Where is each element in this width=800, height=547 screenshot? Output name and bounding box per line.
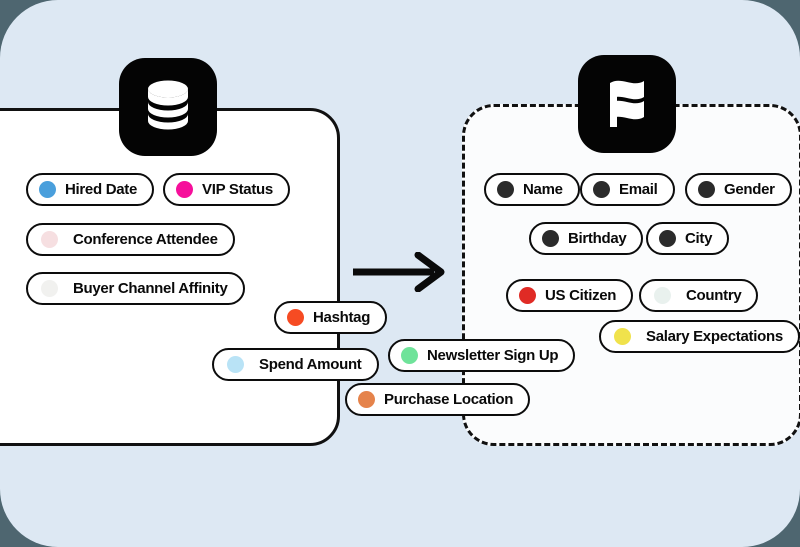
field-color-dot <box>39 181 56 198</box>
field-pill-label: Birthday <box>568 230 627 247</box>
field-pill-newsletter-sign-up[interactable]: Newsletter Sign Up <box>388 339 576 372</box>
field-pill-gender[interactable]: Gender <box>685 173 792 206</box>
field-pill-birthday[interactable]: Birthday <box>529 222 644 255</box>
field-pill-us-citizen[interactable]: US Citizen <box>506 279 634 312</box>
flow-arrow <box>352 251 448 293</box>
field-pill-hashtag[interactable]: Hashtag <box>274 301 388 334</box>
field-pill-conference-attendee[interactable]: Conference Attendee <box>26 223 235 256</box>
field-pill-name[interactable]: Name <box>484 173 580 206</box>
field-color-dot <box>176 181 193 198</box>
field-pill-label: Hired Date <box>65 181 138 198</box>
field-color-dot <box>519 287 536 304</box>
field-pill-spend-amount[interactable]: Spend Amount <box>212 348 379 381</box>
field-pill-label: Gender <box>724 181 775 198</box>
field-color-dot <box>659 230 676 247</box>
field-color-dot <box>614 328 631 345</box>
field-color-dot <box>227 356 244 373</box>
field-pill-label: Country <box>686 287 742 304</box>
field-pill-label: Salary Expectations <box>646 328 783 345</box>
field-pill-buyer-channel-affinity[interactable]: Buyer Channel Affinity <box>26 272 245 305</box>
field-pill-label: Buyer Channel Affinity <box>73 280 228 297</box>
field-pill-label: Conference Attendee <box>73 231 218 248</box>
flag-icon <box>578 55 676 153</box>
field-pill-label: US Citizen <box>545 287 617 304</box>
field-pill-label: Email <box>619 181 658 198</box>
field-color-dot <box>401 347 418 364</box>
field-color-dot <box>287 309 304 326</box>
field-pill-hired-date[interactable]: Hired Date <box>26 173 155 206</box>
field-pill-label: Hashtag <box>313 309 371 326</box>
field-color-dot <box>358 391 375 408</box>
field-color-dot <box>497 181 514 198</box>
field-pill-label: Name <box>523 181 563 198</box>
field-pill-city[interactable]: City <box>646 222 730 255</box>
field-pill-label: Purchase Location <box>384 391 514 408</box>
field-pill-label: VIP Status <box>202 181 273 198</box>
field-pill-purchase-location[interactable]: Purchase Location <box>345 383 531 416</box>
field-pill-label: City <box>685 230 713 247</box>
field-color-dot <box>41 280 58 297</box>
field-pill-email[interactable]: Email <box>580 173 675 206</box>
database-icon <box>119 58 217 156</box>
field-pill-label: Newsletter Sign Up <box>427 347 559 364</box>
field-color-dot <box>593 181 610 198</box>
field-color-dot <box>654 287 671 304</box>
field-pill-label: Spend Amount <box>259 356 362 373</box>
field-color-dot <box>542 230 559 247</box>
field-pill-salary-expectations[interactable]: Salary Expectations <box>599 320 800 353</box>
field-color-dot <box>698 181 715 198</box>
field-color-dot <box>41 231 58 248</box>
field-pill-vip-status[interactable]: VIP Status <box>163 173 290 206</box>
field-pill-country[interactable]: Country <box>639 279 759 312</box>
